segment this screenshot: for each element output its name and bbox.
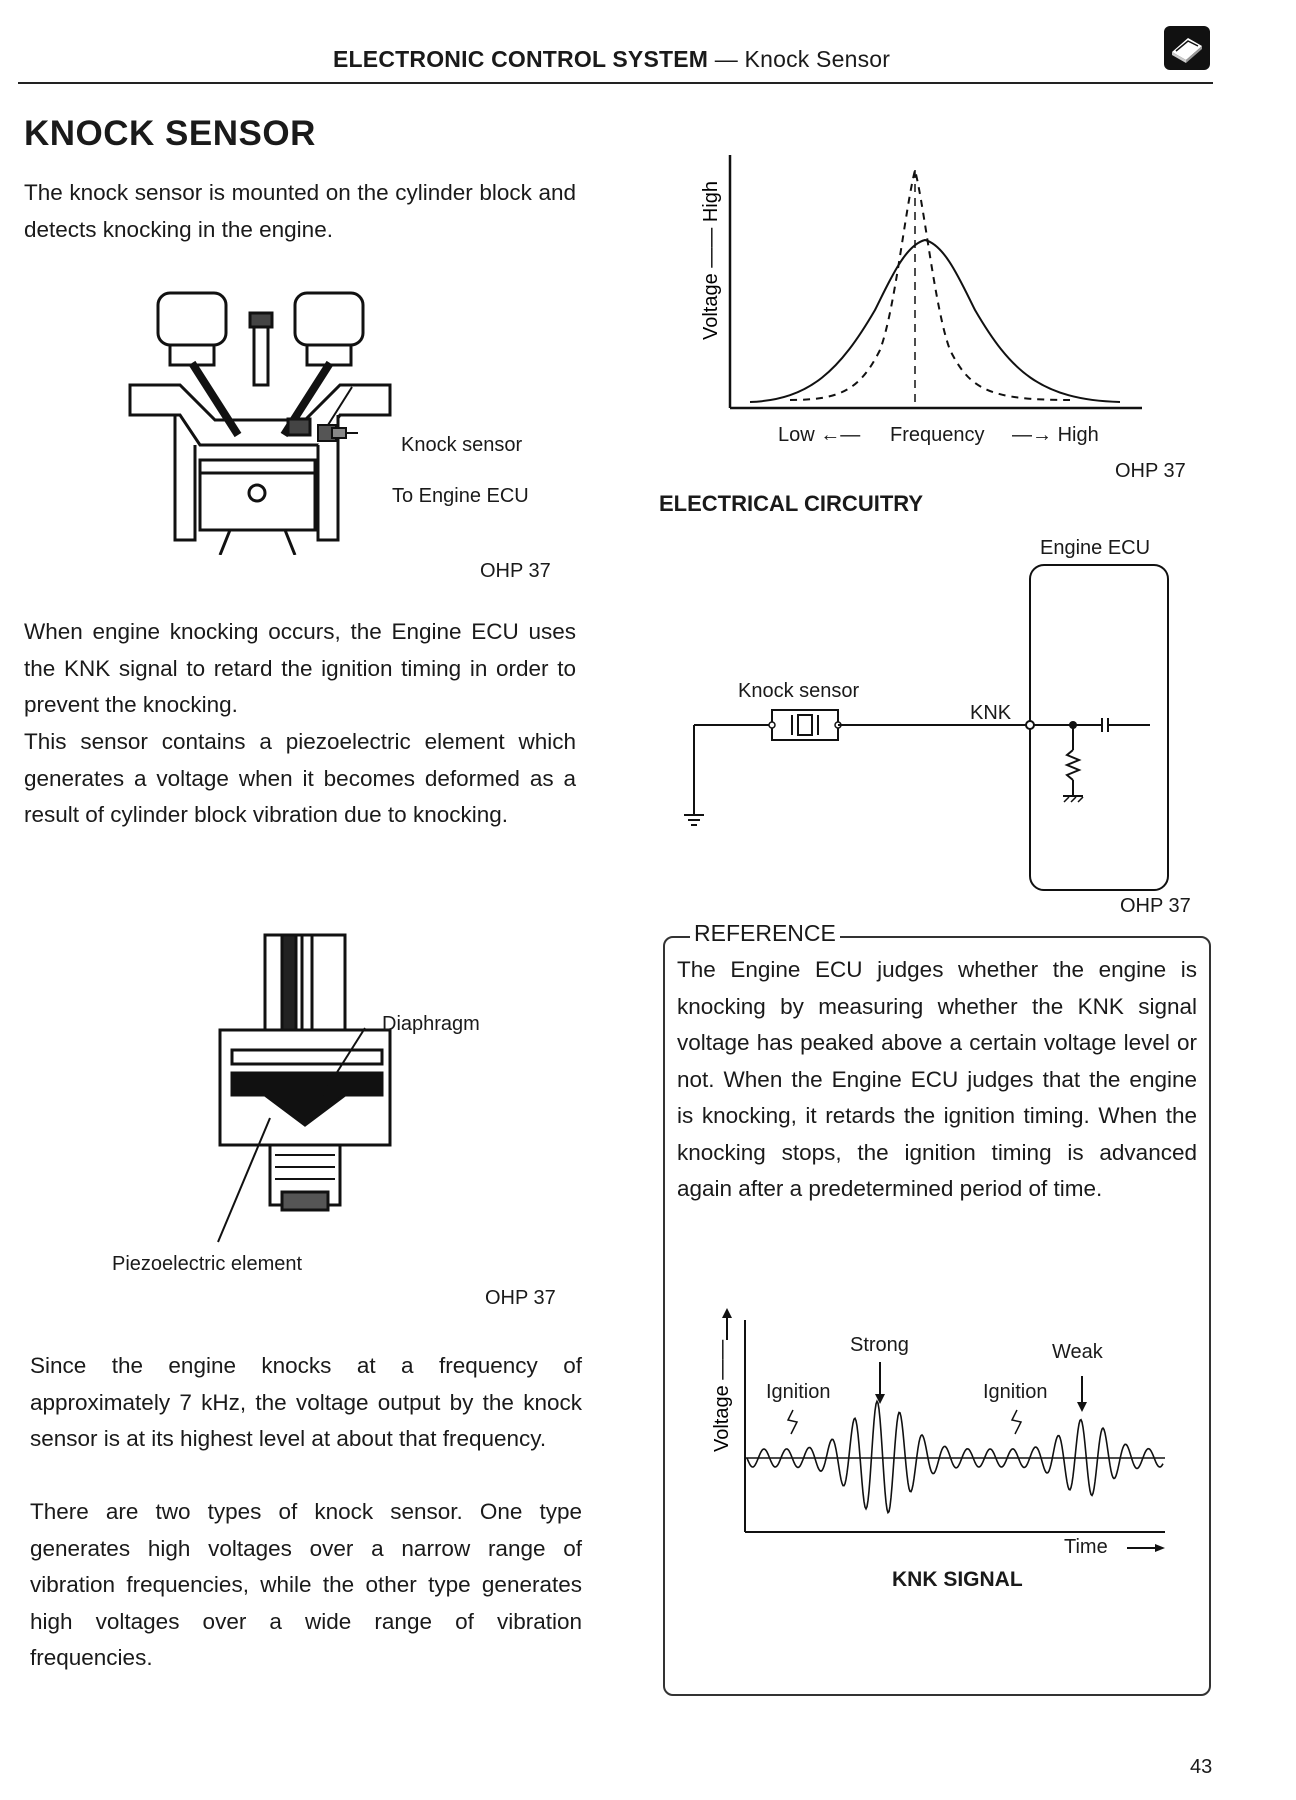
ohp-ref-circuit: OHP 37 — [1120, 895, 1191, 917]
frequency-paragraph: Since the engine knocks at a frequency o… — [30, 1353, 582, 1451]
circuit-knock-sensor-label: Knock sensor — [738, 680, 860, 702]
knocking-paragraph: When engine knocking occurs, the Engine … — [24, 619, 576, 717]
label-time: Time — [1064, 1536, 1108, 1558]
ignition-spark-1 — [786, 1409, 799, 1435]
ohp-ref-engine: OHP 37 — [480, 560, 551, 582]
running-header: ELECTRONIC CONTROL SYSTEM — Knock Sensor — [333, 46, 890, 73]
label-weak: Weak — [1052, 1341, 1103, 1363]
label-ignition-2: Ignition — [983, 1381, 1048, 1403]
resistor-symbol — [1064, 749, 1082, 781]
label-to-engine-ecu: To Engine ECU — [392, 485, 529, 507]
knk-terminal — [1025, 720, 1035, 730]
page-number: 43 — [1190, 1756, 1213, 1778]
freq-x-label: Frequency — [890, 424, 985, 446]
knk-terminal-label: KNK — [970, 702, 1012, 724]
label-piezoelectric-element: Piezoelectric element — [112, 1253, 303, 1275]
piezo-paragraph: This sensor contains a piezoelectric ele… — [24, 729, 576, 827]
sensor-cross-section-figure — [218, 933, 392, 1212]
page-title: KNOCK SENSOR — [24, 114, 316, 153]
knock-sensor-symbol — [768, 709, 842, 741]
knk-signal-caption: KNK SIGNAL — [892, 1568, 1023, 1591]
header-section: ELECTRONIC CONTROL SYSTEM — [333, 46, 709, 72]
intro-paragraph: The knock sensor is mounted on the cylin… — [24, 180, 576, 242]
book-icon — [1164, 26, 1210, 70]
ignition-spark-2 — [1010, 1409, 1023, 1435]
knk-waveform — [746, 1399, 1164, 1515]
sensor-leader-lines — [217, 1027, 366, 1243]
narrow-range-curve — [789, 169, 1071, 401]
freq-graph-y-label: Voltage —— High — [700, 181, 722, 340]
reference-label: REFERENCE — [690, 920, 840, 947]
circuit-heading: ELECTRICAL CIRCUITRY — [659, 491, 923, 516]
reference-box — [663, 936, 1211, 1696]
knk-y-label: Voltage —— — [711, 1340, 733, 1452]
ecu-box — [1029, 564, 1169, 891]
electrical-circuit-diagram — [684, 564, 1169, 891]
label-ignition-1: Ignition — [766, 1381, 831, 1403]
header-rule — [18, 82, 1213, 84]
reference-text: The Engine ECU judges whether the engine… — [677, 957, 1197, 1201]
header-separator: — — [708, 46, 745, 72]
engine-cross-section-figure — [128, 291, 392, 555]
freq-x-high-label: —→ High — [1012, 424, 1099, 446]
ground-symbol — [684, 814, 704, 826]
label-strong: Strong — [850, 1334, 909, 1356]
wide-range-curve — [749, 238, 1121, 403]
header-topic: Knock Sensor — [744, 46, 891, 72]
knk-signal-graph: Voltage —— — [711, 1308, 1165, 1552]
label-knock-sensor: Knock sensor — [401, 434, 523, 456]
label-diaphragm: Diaphragm — [382, 1013, 480, 1035]
ohp-ref-graph: OHP 37 — [1115, 460, 1186, 482]
ecu-label: Engine ECU — [1040, 537, 1151, 559]
frequency-response-graph: Voltage —— High — [700, 155, 1142, 410]
freq-x-low-label: Low ←— — [778, 424, 861, 446]
ohp-ref-sensor: OHP 37 — [485, 1287, 556, 1309]
types-paragraph: There are two types of knock sensor. One… — [30, 1499, 582, 1670]
